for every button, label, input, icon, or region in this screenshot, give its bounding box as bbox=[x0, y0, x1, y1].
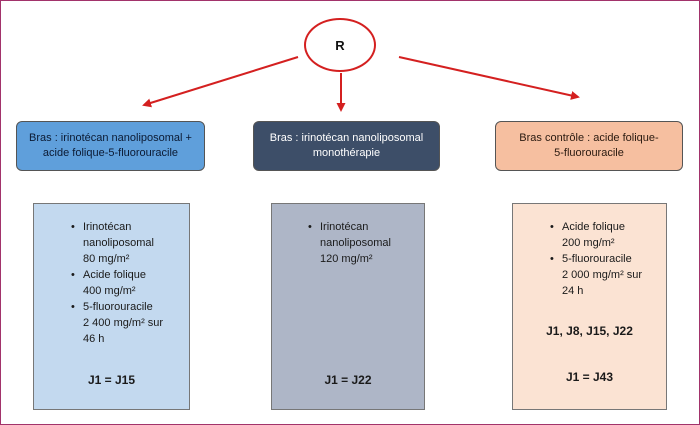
drug-line: 200 mg/m² bbox=[562, 237, 615, 249]
arm-3-drug-list: • Acide folique 200 mg/m² • 5-fluorourac… bbox=[550, 219, 642, 299]
arm-3-title-line: 5-fluorouracile bbox=[554, 147, 624, 159]
drug-line: 120 mg/m² bbox=[320, 253, 373, 265]
arm-1-title-line: Bras : irinotécan nanoliposomal + bbox=[29, 132, 192, 144]
randomization-label: R bbox=[335, 37, 345, 53]
drug-item: • Acide folique 200 mg/m² bbox=[550, 219, 642, 251]
bullet-icon: • bbox=[71, 269, 75, 281]
drug-line: 80 mg/m² bbox=[83, 253, 130, 265]
arm-1-title-line: acide folique-5-fluorouracile bbox=[42, 147, 179, 159]
drug-line: 5-fluorouracile bbox=[83, 301, 153, 313]
drug-line: Irinotécan bbox=[320, 221, 369, 233]
drug-item: • Acide folique 400 mg/m² bbox=[71, 267, 163, 299]
drug-line: Acide folique bbox=[562, 221, 625, 233]
drug-line: 400 mg/m² bbox=[83, 285, 136, 297]
bullet-icon: • bbox=[308, 221, 312, 233]
arm-3-schedule: J1, J8, J15, J22 bbox=[546, 324, 633, 338]
bullet-icon: • bbox=[71, 221, 75, 233]
arm-3-header: Bras contrôle : acide folique- 5-fluorou… bbox=[495, 121, 683, 171]
drug-line: Acide folique bbox=[83, 269, 146, 281]
drug-item: • Irinotécan nanoliposomal 120 mg/m² bbox=[308, 219, 391, 267]
arrow-to-arm-3 bbox=[398, 56, 580, 100]
drug-line: Irinotécan bbox=[83, 221, 132, 233]
arm-3-title-line: Bras contrôle : acide folique- bbox=[519, 132, 659, 144]
arm-2-header: Bras : irinotécan nanoliposomal monothér… bbox=[253, 121, 440, 171]
arm-1-drug-list: • Irinotécan nanoliposomal 80 mg/m² • Ac… bbox=[71, 219, 163, 347]
drug-item: • Irinotécan nanoliposomal 80 mg/m² bbox=[71, 219, 163, 267]
arm-2-cycle: J1 = J22 bbox=[324, 373, 372, 387]
drug-line: 5-fluorouracile bbox=[562, 253, 632, 265]
drug-item: • 5-fluorouracile 2 000 mg/m² sur 24 h bbox=[550, 251, 642, 299]
arrow-to-arm-1 bbox=[142, 56, 299, 108]
bullet-icon: • bbox=[550, 253, 554, 265]
arm-1-cycle: J1 = J15 bbox=[87, 373, 136, 387]
arm-1-regimen-box: • Irinotécan nanoliposomal 80 mg/m² • Ac… bbox=[33, 203, 190, 410]
drug-line: 24 h bbox=[562, 285, 584, 297]
arm-1-header: Bras : irinotécan nanoliposomal + acide … bbox=[16, 121, 205, 171]
arm-2-title-line: monothérapie bbox=[312, 147, 381, 159]
drug-item: • 5-fluorouracile 2 400 mg/m² sur 46 h bbox=[71, 299, 163, 347]
arm-3-regimen-box: • Acide folique 200 mg/m² • 5-fluorourac… bbox=[512, 203, 667, 410]
arm-2-drug-list: • Irinotécan nanoliposomal 120 mg/m² bbox=[308, 219, 391, 267]
randomization-node: R bbox=[304, 18, 376, 72]
arm-2-regimen-box: • Irinotécan nanoliposomal 120 mg/m² J1 … bbox=[271, 203, 425, 410]
bullet-icon: • bbox=[550, 221, 554, 233]
drug-line: 46 h bbox=[83, 333, 105, 345]
drug-line: nanoliposomal bbox=[320, 237, 391, 249]
drug-line: 2 000 mg/m² sur bbox=[562, 269, 643, 281]
bullet-icon: • bbox=[71, 301, 75, 313]
drug-line: 2 400 mg/m² sur bbox=[83, 317, 164, 329]
arm-2-title-line: Bras : irinotécan nanoliposomal bbox=[269, 132, 424, 144]
arm-3-cycle: J1 = J43 bbox=[565, 370, 614, 384]
drug-line: nanoliposomal bbox=[83, 237, 154, 249]
